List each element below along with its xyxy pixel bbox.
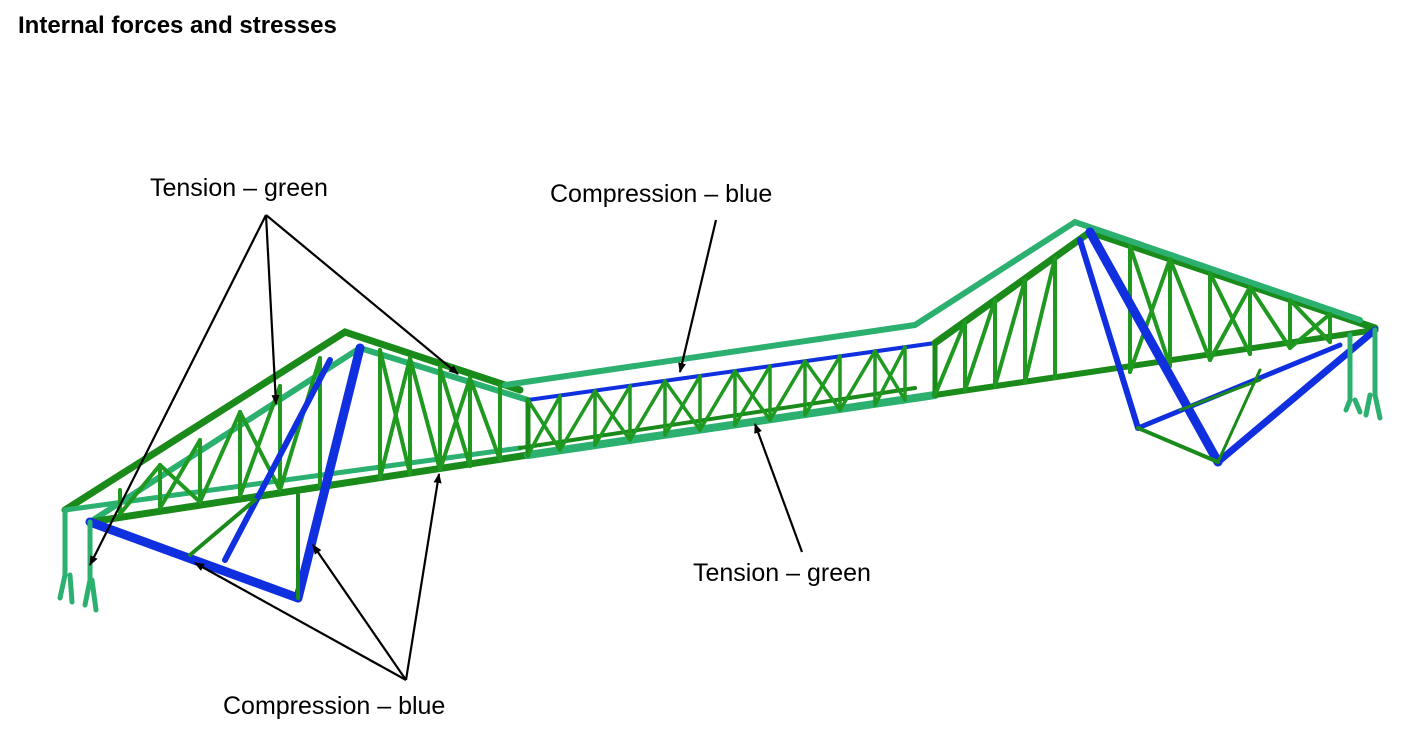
tension-label-bottom: Tension – green bbox=[693, 559, 871, 587]
central-top-chord-rear bbox=[502, 322, 918, 388]
right-bottom-chord bbox=[932, 327, 1378, 398]
left-compression-bottom bbox=[85, 517, 303, 603]
left-cantilever bbox=[57, 328, 532, 613]
right-cantilever bbox=[912, 218, 1383, 467]
arrow-tension-2 bbox=[264, 214, 280, 405]
left-top-chord-near bbox=[61, 328, 524, 514]
page-title: Internal forces and stresses bbox=[18, 12, 337, 39]
annotation-arrows bbox=[89, 214, 804, 681]
left-compression-strut-2 bbox=[222, 357, 333, 563]
central-web-members bbox=[526, 345, 907, 457]
right-compression-strut-2 bbox=[1077, 237, 1141, 431]
left-compression-strut-3 bbox=[188, 498, 257, 557]
left-bottom-chord bbox=[86, 451, 532, 526]
arrow-tension-3 bbox=[265, 214, 459, 375]
arrow-compression-3 bbox=[404, 473, 442, 681]
left-supports bbox=[57, 507, 99, 613]
left-compression-strut-1 bbox=[293, 343, 365, 603]
compression-label-top: Compression – blue bbox=[550, 180, 773, 208]
arrow-tension-bottom bbox=[753, 423, 804, 553]
central-span bbox=[502, 322, 939, 459]
arrow-tension-1 bbox=[89, 214, 267, 566]
right-supports bbox=[1343, 327, 1383, 421]
arrow-compression-2 bbox=[312, 544, 407, 681]
tension-label-top: Tension – green bbox=[150, 174, 328, 202]
arrow-compression-top bbox=[678, 219, 718, 373]
compression-label-bottom: Compression – blue bbox=[223, 692, 446, 720]
right-top-chord-far bbox=[912, 218, 1363, 328]
arrow-compression-1 bbox=[194, 562, 407, 681]
right-compression-strut-1 bbox=[1085, 227, 1223, 467]
